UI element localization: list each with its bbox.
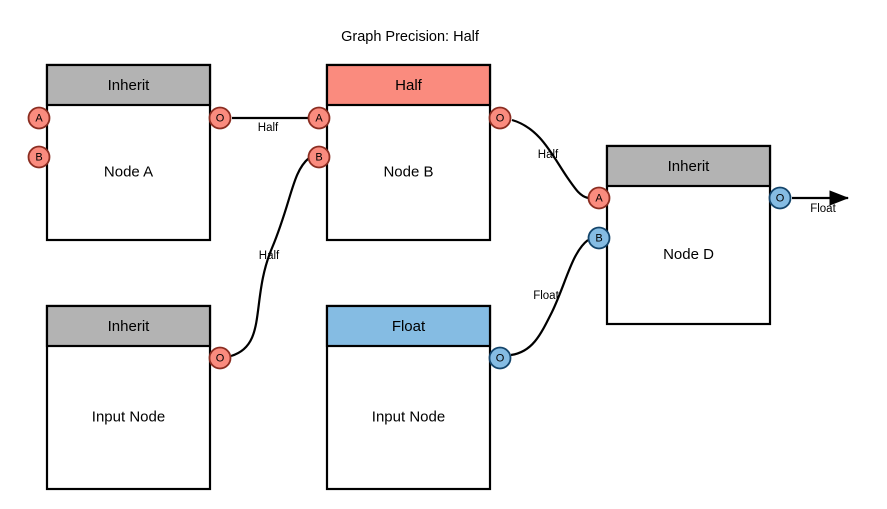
port-circle[interactable] (488, 346, 512, 370)
edge-label: Float (810, 203, 836, 215)
port-label: B (595, 233, 602, 245)
port-output-o-input-node-middle[interactable]: O (488, 346, 512, 370)
port-output-o-node-b[interactable]: O (488, 106, 512, 130)
ports-layer: A B O A B O A B O O O (27, 106, 792, 370)
node-title: Node B (383, 163, 433, 180)
port-input-a-node-a[interactable]: A (27, 106, 51, 130)
edge-edge-inputleft-to-b[interactable]: Half (230, 157, 310, 358)
edge-path[interactable] (230, 157, 310, 358)
node-title: Node D (663, 246, 714, 263)
edge-label: Float (533, 290, 559, 302)
port-label: B (35, 152, 42, 164)
port-label: A (35, 113, 43, 125)
port-input-b-node-a[interactable]: B (27, 145, 51, 169)
port-label: O (496, 353, 505, 365)
node-header-label: Float (392, 318, 426, 335)
port-label: A (595, 193, 603, 205)
port-input-a-node-b[interactable]: A (307, 106, 331, 130)
edge-edge-b-to-d[interactable]: Half (511, 118, 589, 200)
port-circle[interactable] (208, 106, 232, 130)
edge-label: Half (259, 250, 280, 262)
port-label: O (216, 353, 225, 365)
edge-edge-a-to-b[interactable]: Half (232, 116, 308, 134)
edge-label: Half (538, 149, 559, 161)
port-output-o-node-a[interactable]: O (208, 106, 232, 130)
node-header-label: Inherit (108, 77, 151, 94)
node-header[interactable] (325, 63, 492, 107)
port-input-a-node-d[interactable]: A (587, 186, 611, 210)
port-circle[interactable] (488, 106, 512, 130)
port-circle[interactable] (307, 145, 331, 169)
port-label: O (216, 113, 225, 125)
page-title: Graph Precision: Half (341, 29, 480, 45)
node-title: Node A (104, 163, 153, 180)
edge-label: Half (258, 122, 279, 134)
edge-path[interactable] (510, 239, 589, 357)
node-header[interactable] (45, 63, 212, 107)
port-circle[interactable] (768, 186, 792, 210)
node-title: Input Node (372, 408, 445, 425)
port-circle[interactable] (27, 145, 51, 169)
node-header[interactable] (45, 304, 212, 348)
node-title: Input Node (92, 408, 165, 425)
port-label: B (315, 152, 322, 164)
port-input-b-node-b[interactable]: B (307, 145, 331, 169)
node-header[interactable] (325, 304, 492, 348)
port-circle[interactable] (587, 186, 611, 210)
port-label: A (315, 113, 323, 125)
port-output-o-input-node-left[interactable]: O (208, 346, 232, 370)
port-output-o-node-d[interactable]: O (768, 186, 792, 210)
port-circle[interactable] (307, 106, 331, 130)
port-label: O (496, 113, 505, 125)
edge-edge-inputmiddle-to-d[interactable]: Float (510, 239, 589, 357)
node-header-label: Half (395, 77, 423, 94)
edge-edge-d-output[interactable]: Float (792, 190, 850, 215)
edge-path[interactable] (511, 118, 589, 200)
node-header-label: Inherit (668, 158, 711, 175)
node-header[interactable] (605, 144, 772, 188)
node-header-label: Inherit (108, 318, 151, 335)
port-circle[interactable] (27, 106, 51, 130)
port-circle[interactable] (587, 226, 611, 250)
port-input-b-node-d[interactable]: B (587, 226, 611, 250)
port-circle[interactable] (208, 346, 232, 370)
port-label: O (776, 193, 785, 205)
